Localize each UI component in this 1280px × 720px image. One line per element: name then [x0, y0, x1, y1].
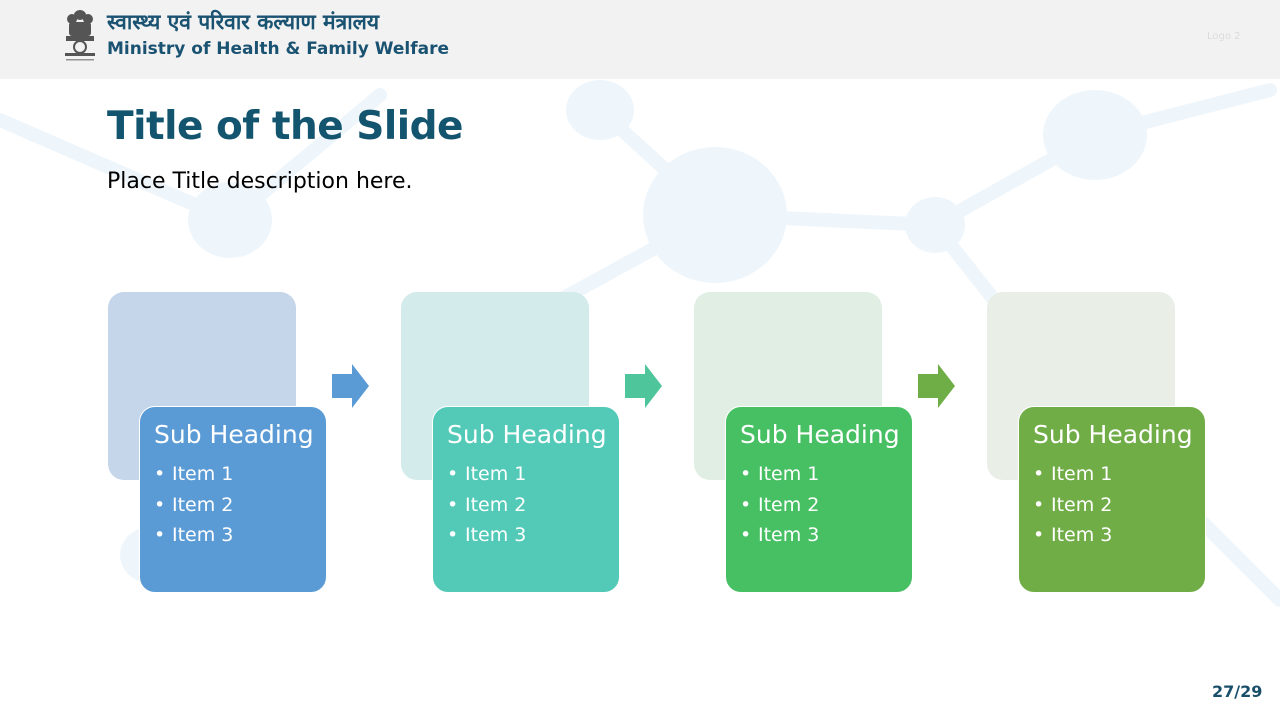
- step-front-card: Sub Heading •Item 1 •Item 2 •Item 3: [432, 406, 620, 593]
- list-item: •Item 3: [740, 520, 912, 551]
- process-step-1: Sub Heading •Item 1 •Item 2 •Item 3: [108, 292, 328, 594]
- bullet-icon: •: [447, 493, 459, 516]
- bullet-icon: •: [740, 493, 752, 516]
- bullet-icon: •: [1033, 493, 1045, 516]
- step-item-list: •Item 1 •Item 2 •Item 3: [154, 459, 326, 551]
- list-item: •Item 1: [447, 459, 619, 490]
- process-step-2: Sub Heading •Item 1 •Item 2 •Item 3: [401, 292, 621, 594]
- process-step-3: Sub Heading •Item 1 •Item 2 •Item 3: [694, 292, 914, 594]
- step-front-card: Sub Heading •Item 1 •Item 2 •Item 3: [1018, 406, 1206, 593]
- step-front-card: Sub Heading •Item 1 •Item 2 •Item 3: [725, 406, 913, 593]
- ministry-name-hindi: स्वास्थ्य एवं परिवार कल्याण मंत्रालय: [107, 10, 380, 34]
- bullet-icon: •: [740, 524, 752, 546]
- list-item: •Item 1: [154, 459, 326, 490]
- page-number: 27/29: [1212, 682, 1263, 701]
- list-item: •Item 3: [447, 520, 619, 551]
- step-sub-heading: Sub Heading: [447, 420, 607, 449]
- arrow-right-icon: [625, 364, 662, 408]
- bullet-icon: •: [1033, 463, 1045, 485]
- step-item-list: •Item 1 •Item 2 •Item 3: [740, 459, 912, 551]
- list-item: •Item 2: [154, 490, 326, 521]
- list-item: •Item 3: [154, 520, 326, 551]
- step-sub-heading: Sub Heading: [740, 420, 900, 449]
- list-item: •Item 3: [1033, 520, 1205, 551]
- ministry-header: स्वास्थ्य एवं परिवार कल्याण मंत्रालय Min…: [0, 0, 1280, 79]
- arrow-right-icon: [332, 364, 369, 408]
- list-item: •Item 1: [1033, 459, 1205, 490]
- bullet-icon: •: [154, 493, 166, 516]
- process-step-4: Sub Heading •Item 1 •Item 2 •Item 3: [987, 292, 1207, 594]
- list-item: •Item 1: [740, 459, 912, 490]
- slide-title: Title of the Slide: [107, 104, 463, 149]
- step-front-card: Sub Heading •Item 1 •Item 2 •Item 3: [139, 406, 327, 593]
- step-sub-heading: Sub Heading: [1033, 420, 1193, 449]
- arrow-right-icon: [918, 364, 955, 408]
- bullet-icon: •: [740, 463, 752, 485]
- bullet-icon: •: [447, 524, 459, 546]
- bullet-icon: •: [154, 463, 166, 485]
- bullet-icon: •: [447, 463, 459, 485]
- slide-description: Place Title description here.: [107, 169, 413, 194]
- list-item: •Item 2: [447, 490, 619, 521]
- bullet-icon: •: [1033, 524, 1045, 546]
- bullet-icon: •: [154, 524, 166, 546]
- national-emblem-icon: [65, 10, 95, 61]
- step-item-list: •Item 1 •Item 2 •Item 3: [1033, 459, 1205, 551]
- step-sub-heading: Sub Heading: [154, 420, 314, 449]
- step-item-list: •Item 1 •Item 2 •Item 3: [447, 459, 619, 551]
- list-item: •Item 2: [1033, 490, 1205, 521]
- list-item: •Item 2: [740, 490, 912, 521]
- ministry-name-english: Ministry of Health & Family Welfare: [107, 39, 449, 59]
- logo-placeholder: Logo 2: [1207, 31, 1241, 42]
